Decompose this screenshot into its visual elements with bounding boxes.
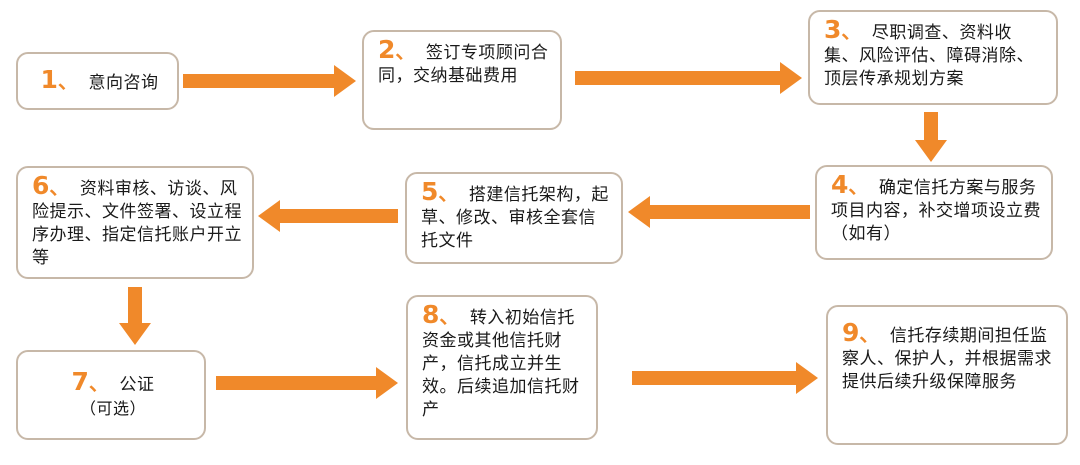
arrow-6-to-7 [119,287,151,345]
step-4-number: 4 [831,170,849,199]
step-7-text: 公证 [119,375,155,395]
step-3-separator: 、 [841,19,862,43]
arrow-3-to-4 [915,112,947,162]
step-1-text: 意向咨询 [88,72,159,93]
step-5-separator: 、 [438,181,459,205]
step-2-number: 2 [378,35,396,64]
arrow-1-to-2 [183,65,356,97]
step-6-number: 6 [32,171,50,200]
step-3-box: 3、尽职调查、资料收集、风险评估、障碍消除、顶层传承规划方案 [808,10,1058,105]
arrow-8-to-9 [632,362,818,394]
arrow-5-to-6 [258,200,398,232]
step-8-number: 8 [422,300,440,329]
step-5-box: 5、搭建信托架构，起草、修改、审核全套信托文件 [405,172,623,264]
step-8-text: 转入初始信托资金或其他信托财产，信托成立并生效。后续追加信托财产 [422,308,580,420]
step-9-box: 9、信托存续期间担任监察人、保护人，并根据需求提供后续升级保障服务 [826,305,1068,445]
step-2-separator: 、 [395,39,416,63]
step-7-note: （可选） [79,399,146,418]
step-5-number: 5 [421,177,439,206]
step-4-separator: 、 [848,174,869,198]
step-7-separator: 、 [88,371,110,395]
step-6-box: 6、资料审核、访谈、风险提示、文件签署、设立程序办理、指定信托账户开立等 [16,166,254,279]
step-1-number: 1 [40,64,58,94]
step-1-separator: 、 [57,68,79,93]
step-9-number: 9 [842,318,860,347]
arrow-4-to-5 [628,196,810,228]
step-5-text: 搭建信托架构，起草、修改、审核全套信托文件 [421,185,609,251]
step-4-text: 确定信托方案与服务项目内容，补交增项设立费（如有） [831,178,1041,244]
step-1-box: 1、意向咨询 [16,52,179,110]
step-6-text: 资料审核、访谈、风险提示、文件签署、设立程序办理、指定信托账户开立等 [32,179,242,268]
step-4-box: 4、确定信托方案与服务项目内容，补交增项设立费（如有） [815,165,1053,260]
arrow-7-to-8 [216,367,398,399]
arrow-2-to-3 [575,62,802,94]
step-7-box: 7、公证 （可选） [16,350,206,440]
step-3-text: 尽职调查、资料收集、风险评估、障碍消除、顶层传承规划方案 [824,23,1034,89]
step-9-text: 信托存续期间担任监察人、保护人，并根据需求提供后续升级保障服务 [842,326,1052,392]
step-2-box: 2、签订专项顾问合同，交纳基础费用 [362,30,562,130]
step-9-separator: 、 [859,322,880,346]
step-2-text: 签订专项顾问合同，交纳基础费用 [378,43,549,86]
step-8-separator: 、 [439,304,460,328]
step-7-number: 7 [71,367,89,396]
step-8-box: 8、转入初始信托资金或其他信托财产，信托成立并生效。后续追加信托财产 [406,295,598,440]
step-6-separator: 、 [49,175,70,199]
step-3-number: 3 [824,15,842,44]
